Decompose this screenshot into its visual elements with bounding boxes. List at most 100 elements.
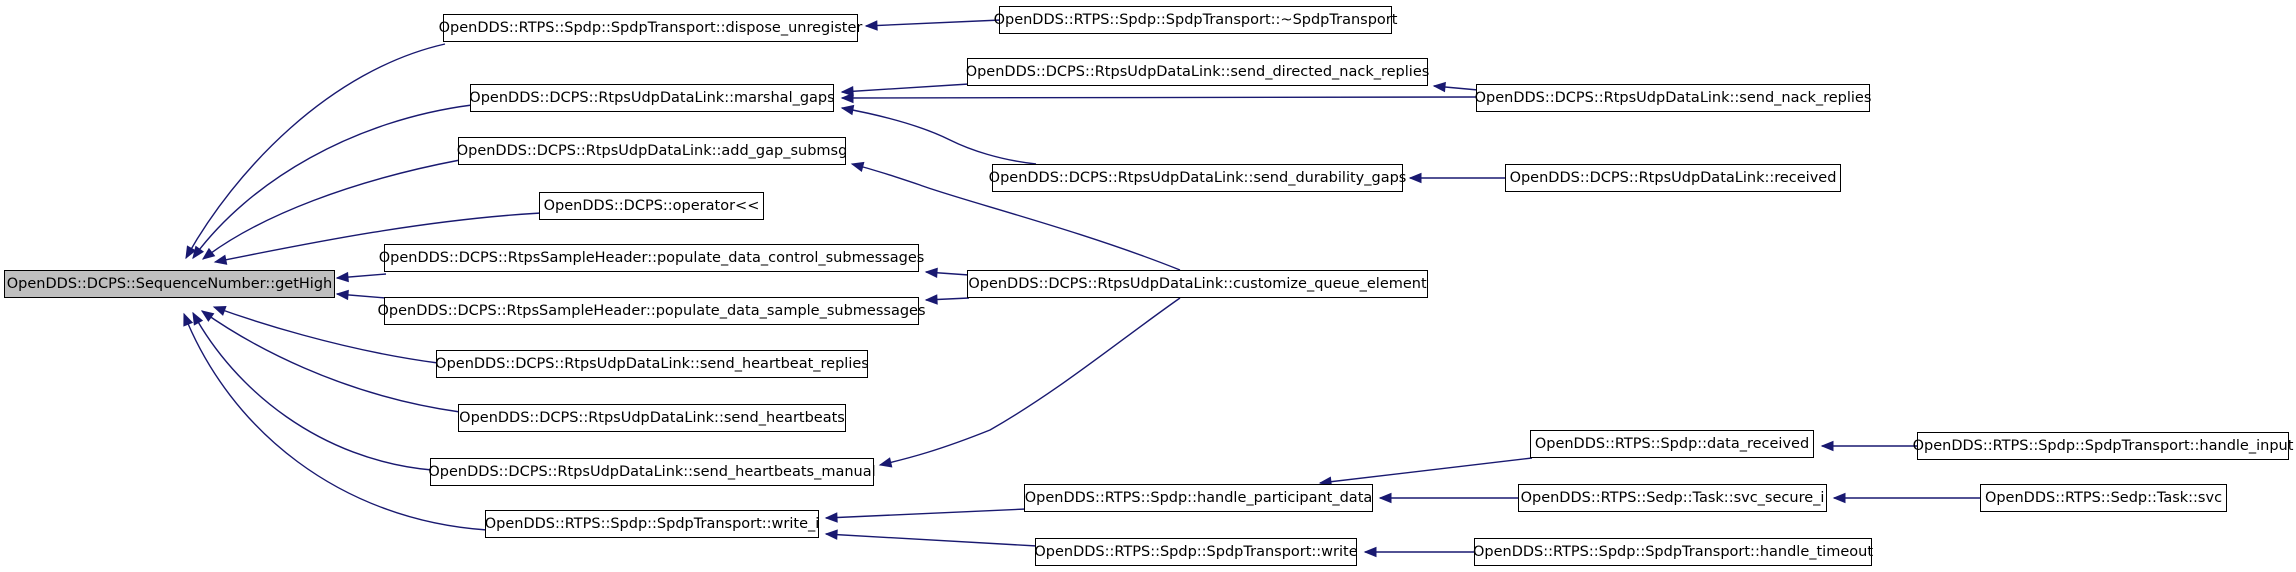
- node-label: OpenDDS::DCPS::SequenceNumber::getHigh: [6, 276, 333, 292]
- arrowhead-icon: [840, 86, 854, 97]
- arrowhead-icon: [1432, 81, 1446, 93]
- arrowhead-icon: [840, 104, 855, 116]
- edge-svc-secure-i-to-handle-participant-data: [1378, 492, 1520, 504]
- arrowhead-icon: [335, 289, 349, 301]
- node-send-heartbeat-replies[interactable]: OpenDDS::DCPS::RtpsUdpDataLink::send_hea…: [435, 350, 869, 378]
- edge-line: [865, 19, 1002, 27]
- edge-line: [192, 104, 473, 259]
- node-label: OpenDDS::DCPS::RtpsUdpDataLink::add_gap_…: [456, 143, 848, 159]
- node-handle-input[interactable]: OpenDDS::RTPS::Spdp::SpdpTransport::hand…: [1913, 432, 2293, 460]
- edge-transport-write-to-write-i: [824, 529, 1038, 547]
- edge-handle-input-to-data-received: [1820, 440, 1919, 452]
- node-svc-secure-i[interactable]: OpenDDS::RTPS::Sedp::Task::svc_secure_i: [1518, 484, 1827, 512]
- edge-line: [183, 313, 488, 531]
- edge-line: [841, 107, 1037, 165]
- edge-marshal-gaps-to-gethigh: [192, 104, 473, 260]
- node-label: OpenDDS::RTPS::Sedp::Task::svc_secure_i: [1520, 490, 1825, 506]
- node-spdp-dtor[interactable]: OpenDDS::RTPS::Spdp::SpdpTransport::~Spd…: [994, 6, 1397, 34]
- arrowhead-icon: [1832, 492, 1846, 504]
- arrowhead-icon: [185, 245, 197, 260]
- edge-populate-data-sample-submessages-to-gethigh: [335, 289, 387, 301]
- arrowhead-icon: [212, 305, 227, 316]
- arrowhead-icon: [200, 310, 215, 322]
- node-label: OpenDDS::RTPS::Spdp::data_received: [1534, 436, 1810, 452]
- edge-line: [825, 508, 1027, 519]
- node-label: OpenDDS::RTPS::Spdp::SpdpTransport::hand…: [1472, 544, 1874, 560]
- edge-handle-participant-data-to-write-i: [824, 508, 1027, 523]
- node-label: OpenDDS::RTPS::Spdp::SpdpTransport::hand…: [1912, 438, 2294, 454]
- edge-send-nack-replies-to-send-directed-nack-replies: [1432, 81, 1479, 93]
- node-label: OpenDDS::DCPS::RtpsUdpDataLink::send_nac…: [1474, 90, 1872, 106]
- edge-populate-data-control-submessages-to-gethigh: [335, 271, 387, 283]
- node-dispose-unregister[interactable]: OpenDDS::RTPS::Spdp::SpdpTransport::disp…: [439, 14, 862, 42]
- edge-line: [1319, 457, 1533, 484]
- arrowhead-icon: [1363, 546, 1377, 558]
- node-populate-data-sample-submessages[interactable]: OpenDDS::DCPS::RtpsSampleHeader::populat…: [377, 297, 926, 325]
- arrowhead-icon: [183, 312, 194, 327]
- node-received[interactable]: OpenDDS::DCPS::RtpsUdpDataLink::received: [1505, 164, 1841, 192]
- node-send-heartbeats-manual[interactable]: OpenDDS::DCPS::RtpsUdpDataLink::send_hea…: [428, 458, 876, 486]
- arrowhead-icon: [878, 457, 893, 468]
- edge-line: [213, 306, 439, 364]
- node-send-nack-replies[interactable]: OpenDDS::DCPS::RtpsUdpDataLink::send_nac…: [1474, 84, 1872, 112]
- edge-line: [202, 159, 461, 260]
- node-label: OpenDDS::DCPS::RtpsSampleHeader::populat…: [378, 250, 925, 266]
- root-node-gethigh: OpenDDS::DCPS::SequenceNumber::getHigh: [4, 270, 335, 298]
- edge-write-i-to-gethigh: [183, 312, 488, 531]
- node-send-heartbeats[interactable]: OpenDDS::DCPS::RtpsUdpDataLink::send_hea…: [458, 404, 846, 432]
- arrowhead-icon: [335, 271, 349, 283]
- node-write-i[interactable]: OpenDDS::RTPS::Spdp::SpdpTransport::writ…: [485, 510, 819, 538]
- node-label: OpenDDS::RTPS::Spdp::SpdpTransport::~Spd…: [993, 12, 1398, 28]
- node-send-durability-gaps[interactable]: OpenDDS::DCPS::RtpsUdpDataLink::send_dur…: [989, 164, 1406, 192]
- edge-line: [185, 43, 446, 259]
- edge-operator-ll-to-gethigh: [213, 212, 542, 265]
- edge-spdp-dtor-to-dispose-unregister: [864, 19, 1002, 31]
- arrowhead-icon: [201, 247, 216, 260]
- edge-line: [214, 212, 542, 263]
- edge-line: [825, 533, 1038, 547]
- node-handle-timeout[interactable]: OpenDDS::RTPS::Spdp::SpdpTransport::hand…: [1472, 538, 1874, 566]
- node-label: OpenDDS::RTPS::Spdp::SpdpTransport::writ…: [1034, 544, 1358, 560]
- edge-task-svc-to-svc-secure-i: [1832, 492, 1982, 504]
- edge-line: [851, 163, 1181, 271]
- node-label: OpenDDS::DCPS::RtpsSampleHeader::populat…: [377, 303, 926, 319]
- arrowhead-icon: [1378, 492, 1392, 504]
- edge-line: [192, 312, 433, 471]
- edge-customize-queue-element-to-send-heartbeats-manual: [878, 297, 1181, 468]
- arrowhead-icon: [840, 92, 854, 104]
- node-label: OpenDDS::DCPS::RtpsUdpDataLink::marshal_…: [469, 90, 835, 106]
- node-customize-queue-element[interactable]: OpenDDS::DCPS::RtpsUdpDataLink::customiz…: [967, 270, 1428, 298]
- edge-dispose-unregister-to-gethigh: [185, 43, 446, 260]
- edge-send-directed-nack-replies-to-marshal-gaps: [840, 83, 970, 97]
- edge-add-gap-submsg-to-gethigh: [201, 159, 461, 260]
- edge-data-received-to-handle-participant-data: [1318, 457, 1533, 487]
- node-populate-data-control-submessages[interactable]: OpenDDS::DCPS::RtpsSampleHeader::populat…: [379, 244, 924, 272]
- node-label: OpenDDS::DCPS::RtpsUdpDataLink::send_dur…: [988, 170, 1407, 186]
- edge-send-heartbeats-to-gethigh: [200, 310, 461, 413]
- edge-customize-queue-element-to-add-gap-submsg: [850, 161, 1181, 271]
- node-task-svc[interactable]: OpenDDS::RTPS::Sedp::Task::svc: [1980, 484, 2227, 512]
- edge-received-to-send-durability-gaps: [1408, 172, 1507, 184]
- edge-line: [201, 310, 461, 413]
- node-marshal-gaps[interactable]: OpenDDS::DCPS::RtpsUdpDataLink::marshal_…: [469, 84, 835, 112]
- arrowhead-icon: [192, 245, 205, 260]
- arrowhead-icon: [824, 529, 838, 540]
- node-transport-write[interactable]: OpenDDS::RTPS::Spdp::SpdpTransport::writ…: [1034, 538, 1358, 566]
- node-label: OpenDDS::DCPS::RtpsUdpDataLink::received: [1509, 170, 1837, 186]
- arrowhead-icon: [192, 311, 204, 326]
- node-label: OpenDDS::RTPS::Spdp::SpdpTransport::disp…: [438, 20, 863, 36]
- arrowhead-icon: [1820, 440, 1834, 452]
- node-send-directed-nack-replies[interactable]: OpenDDS::DCPS::RtpsUdpDataLink::send_dir…: [966, 58, 1429, 86]
- node-data-received[interactable]: OpenDDS::RTPS::Spdp::data_received: [1530, 430, 1814, 458]
- node-label: OpenDDS::DCPS::operator<<: [543, 198, 760, 214]
- node-add-gap-submsg[interactable]: OpenDDS::DCPS::RtpsUdpDataLink::add_gap_…: [456, 137, 848, 165]
- arrowhead-icon: [924, 267, 938, 279]
- arrowhead-icon: [824, 512, 838, 523]
- node-operator-ll[interactable]: OpenDDS::DCPS::operator<<: [539, 192, 764, 220]
- node-label: OpenDDS::DCPS::RtpsUdpDataLink::send_hea…: [459, 410, 845, 426]
- node-handle-participant-data[interactable]: OpenDDS::RTPS::Spdp::handle_participant_…: [1024, 484, 1373, 512]
- node-label: OpenDDS::RTPS::Sedp::Task::svc: [1984, 490, 2223, 506]
- arrowhead-icon: [924, 294, 938, 305]
- edge-send-durability-gaps-to-marshal-gaps: [840, 104, 1037, 165]
